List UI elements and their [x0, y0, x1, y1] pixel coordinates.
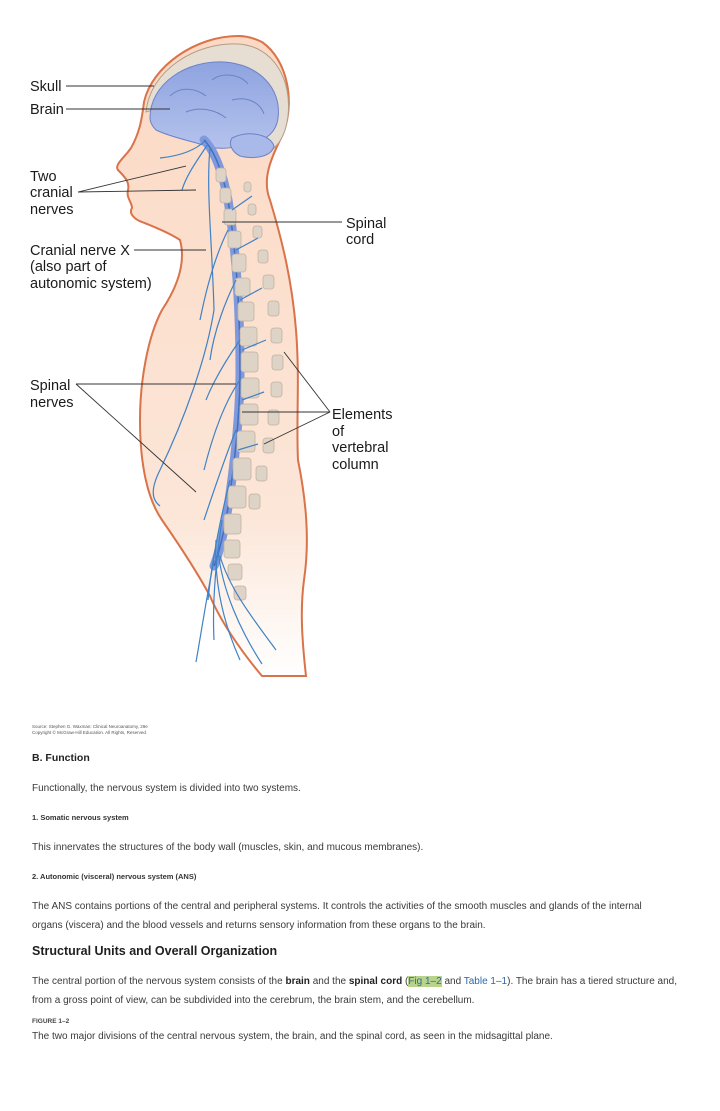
- somatic-text: This innervates the structures of the bo…: [32, 842, 424, 853]
- label-vertebral-column-line3: vertebral: [332, 440, 388, 456]
- section-b-heading: B. Function: [32, 752, 90, 764]
- nerves: [152, 139, 277, 665]
- label-two-cranial-nerves-line1: Two: [30, 169, 57, 185]
- label-skull: Skull: [30, 79, 61, 95]
- section-b-intro: Functionally, the nervous system is divi…: [32, 783, 301, 794]
- label-vertebral-column-line4: column: [332, 457, 379, 473]
- autonomic-heading: 2. Autonomic (visceral) nervous system (…: [32, 872, 197, 881]
- figure-label: FIGURE 1–2: [32, 1018, 70, 1025]
- table-1-1-link[interactable]: Table 1–1: [463, 976, 508, 987]
- p1-text-a: The central portion of the nervous syste…: [32, 976, 286, 987]
- label-vertebral-column-line2: of: [332, 424, 345, 440]
- cerebellum-shape: [229, 133, 275, 159]
- p1-brain-term: brain: [285, 976, 310, 987]
- brain-gyri: [169, 74, 265, 119]
- fig-1-2-link[interactable]: Fig 1–2: [408, 976, 442, 987]
- figure-illustration: Skull Brain Two cranial nerves Cranial n…: [30, 34, 392, 677]
- autonomic-text-line1: The ANS contains portions of the central…: [32, 901, 642, 912]
- label-cranial-nerve-x-line1: Cranial nerve X: [30, 243, 130, 259]
- structural-heading: Structural Units and Overall Organizatio…: [32, 944, 278, 958]
- figure-source-line1: Source: Stephen G. Waxman: Clinical Neur…: [32, 724, 148, 729]
- label-vertebral-column-line1: Elements: [332, 407, 392, 423]
- figure-caption: The two major divisions of the central n…: [32, 1031, 553, 1042]
- label-spinal-nerves-line2: nerves: [30, 395, 74, 411]
- p1-text-d: and: [441, 976, 464, 987]
- p1-spinal-cord-term: spinal cord: [348, 976, 403, 987]
- body-silhouette: [116, 34, 308, 677]
- label-spinal-cord-line1: Spinal: [346, 216, 386, 232]
- figure-source: Source: Stephen G. Waxman: Clinical Neur…: [32, 724, 148, 735]
- label-spinal-cord-line2: cord: [346, 232, 374, 248]
- p1-text-b: and the: [309, 976, 349, 987]
- autonomic-text: The ANS contains portions of the central…: [32, 897, 692, 935]
- label-two-cranial-nerves-line2: cranial: [30, 185, 73, 201]
- label-two-cranial-nerves-line3: nerves: [30, 202, 74, 218]
- label-cranial-nerve-x-line2: (also part of: [30, 259, 108, 275]
- structural-paragraph-line1: The central portion of the nervous syste…: [32, 972, 692, 991]
- nervous-system-figure: Skull Brain Two cranial nerves Cranial n…: [30, 34, 392, 677]
- vertebral-column: [215, 167, 284, 601]
- leader-lines: [66, 85, 342, 493]
- structural-paragraph: The central portion of the nervous syste…: [32, 972, 692, 1010]
- label-spinal-nerves-line1: Spinal: [30, 378, 70, 394]
- figure-source-line2: Copyright © McGraw-Hill Education. All R…: [32, 729, 148, 735]
- p1-text-e: ). The brain has a tiered structure and,: [507, 976, 678, 987]
- autonomic-text-line2: organs (viscera) and the blood vessels a…: [32, 920, 486, 931]
- label-cranial-nerve-x-line3: autonomic system): [30, 276, 152, 292]
- somatic-heading: 1. Somatic nervous system: [32, 813, 129, 822]
- label-brain: Brain: [30, 102, 64, 118]
- structural-paragraph-line2: from a gross point of view, can be subdi…: [32, 995, 475, 1006]
- p1-text-c: (: [402, 976, 409, 987]
